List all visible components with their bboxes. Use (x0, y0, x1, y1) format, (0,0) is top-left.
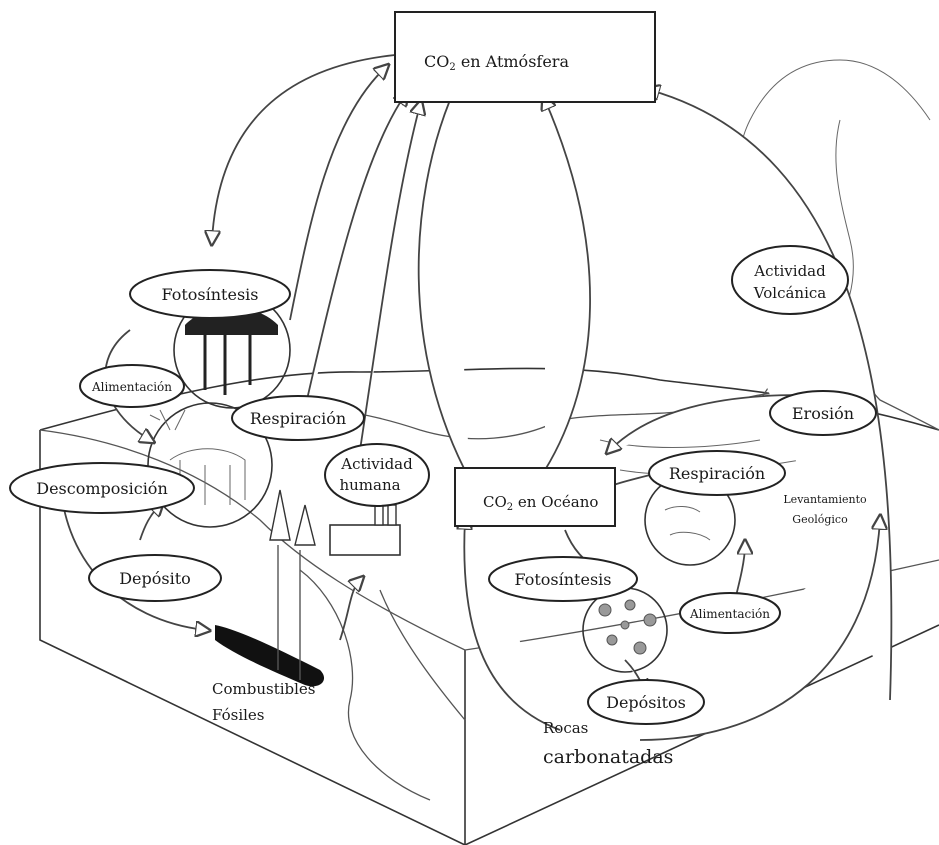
label-deposit: Depósito (119, 569, 191, 588)
river-path (300, 570, 430, 800)
arrow-rocks-to-ocean (464, 520, 560, 730)
arrow-erosion-to-ocean (610, 395, 800, 450)
pine-trees (270, 490, 315, 545)
factory-icon (330, 500, 400, 555)
label-fossil-fuels-1: Combustibles (212, 680, 316, 698)
label-rocks-2: carbonatadas (543, 746, 673, 768)
label-decomposition: Descomposición (36, 479, 168, 498)
flow-arrows (60, 55, 891, 740)
label-human-activity-2: humana (339, 476, 400, 494)
label-deposits-ocean: Depósitos (606, 693, 686, 712)
label-photosynthesis-ocean: Fotosíntesis (515, 570, 612, 589)
label-respiration-ocean: Respiración (669, 464, 765, 483)
label-erosion: Erosión (792, 404, 854, 423)
label-feeding-ocean: Alimentación (689, 607, 770, 621)
arrow-feeding-ocean (735, 545, 745, 600)
label-volcanic-1: Actividad (753, 262, 826, 280)
atmosphere-label: CO2 en Atmósfera (424, 52, 569, 73)
arrow-ocean-to-atm (545, 100, 590, 470)
label-uplift-1: Levantamiento (783, 493, 867, 506)
node-human-activity (325, 444, 429, 506)
label-fossil-fuels-2: Fósiles (212, 706, 265, 724)
coast-line (380, 590, 465, 720)
label-photosynthesis-land: Fotosíntesis (162, 285, 259, 304)
label-respiration-land: Respiración (250, 409, 346, 428)
plankton-scene (583, 588, 667, 672)
arrow-atm-to-ocean (419, 100, 470, 480)
label-rocks-1: Rocas (543, 719, 588, 737)
label-human-activity-1: Actividad (340, 455, 413, 473)
tree-trunks (205, 335, 250, 395)
ocean-label: CO2 en Océano (483, 493, 598, 513)
label-uplift-2: Geológico (792, 513, 848, 526)
label-feeding-land: Alimentación (91, 380, 172, 394)
label-volcanic-2: Volcánica (753, 284, 826, 302)
fish-shapes (665, 506, 710, 540)
node-volcanic-activity (732, 246, 848, 314)
arrow-human-to-atm (360, 105, 420, 450)
fossil-fuel-seam (215, 625, 324, 686)
